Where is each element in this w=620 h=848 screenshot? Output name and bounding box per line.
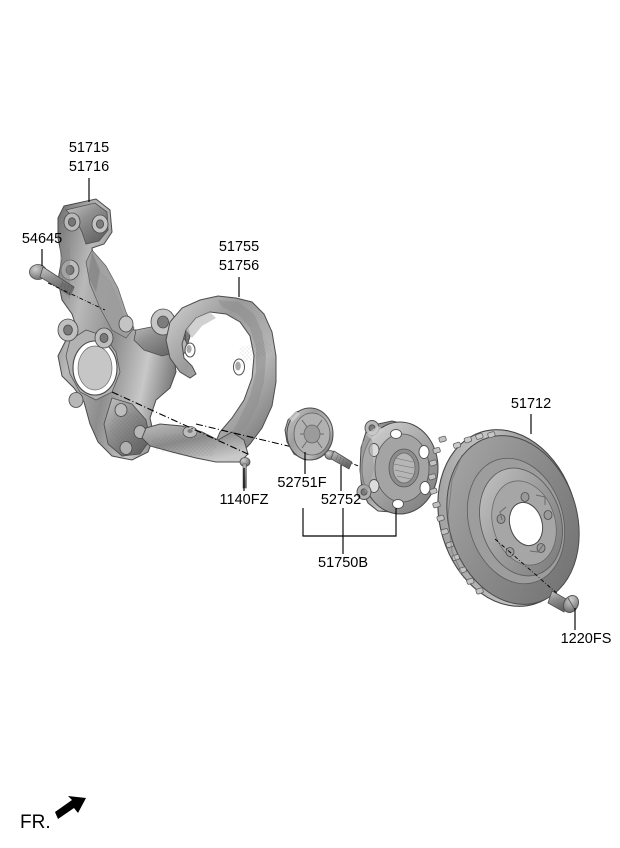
disc-vane-row-top: [452, 431, 496, 449]
part-hub-bolt: [324, 450, 353, 470]
label-hub-assembly: 51750B: [318, 555, 368, 571]
part-brake-disc: [428, 429, 580, 607]
axis-disc-to-screw: [494, 538, 561, 597]
part-knuckle: [57, 198, 191, 461]
label-shield-bolt: 1140FZ: [220, 492, 269, 508]
label-knuckle-bolt: 54645: [22, 231, 62, 247]
part-shield-bolt: [239, 457, 251, 489]
part-hub-dust-cap: [284, 407, 334, 461]
label-brake-disc: 51712: [511, 396, 551, 412]
label-splash-shield-line1: 51755: [219, 239, 259, 255]
front-direction-label: FR.: [20, 812, 51, 833]
label-knuckle-line2: 51716: [69, 159, 109, 175]
leader-lines: [41, 178, 576, 630]
part-wheel-hub-bearing: [356, 420, 439, 515]
axis-main-assembly: [195, 423, 331, 457]
label-disc-screw: 1220FS: [561, 631, 612, 647]
label-knuckle-line1: 51715: [69, 140, 109, 156]
axis-bolt-to-knuckle: [47, 282, 106, 311]
disc-cooling-vanes: [428, 435, 484, 595]
label-hub-bolt: 52752: [321, 492, 361, 508]
part-labels: 51715 51716 54645 51755 51756 1140FZ 527…: [22, 140, 612, 647]
assembly-bracket: [302, 508, 397, 554]
part-knuckle-bolt: [29, 264, 75, 296]
label-hub-dust-cap: 52751F: [277, 475, 326, 491]
label-splash-shield-line2: 51756: [219, 258, 259, 274]
part-disc-screw: [547, 590, 579, 613]
orientation-marker: FR.: [20, 796, 86, 833]
part-splash-shield: [141, 295, 277, 463]
front-direction-arrow-icon: [55, 796, 86, 819]
